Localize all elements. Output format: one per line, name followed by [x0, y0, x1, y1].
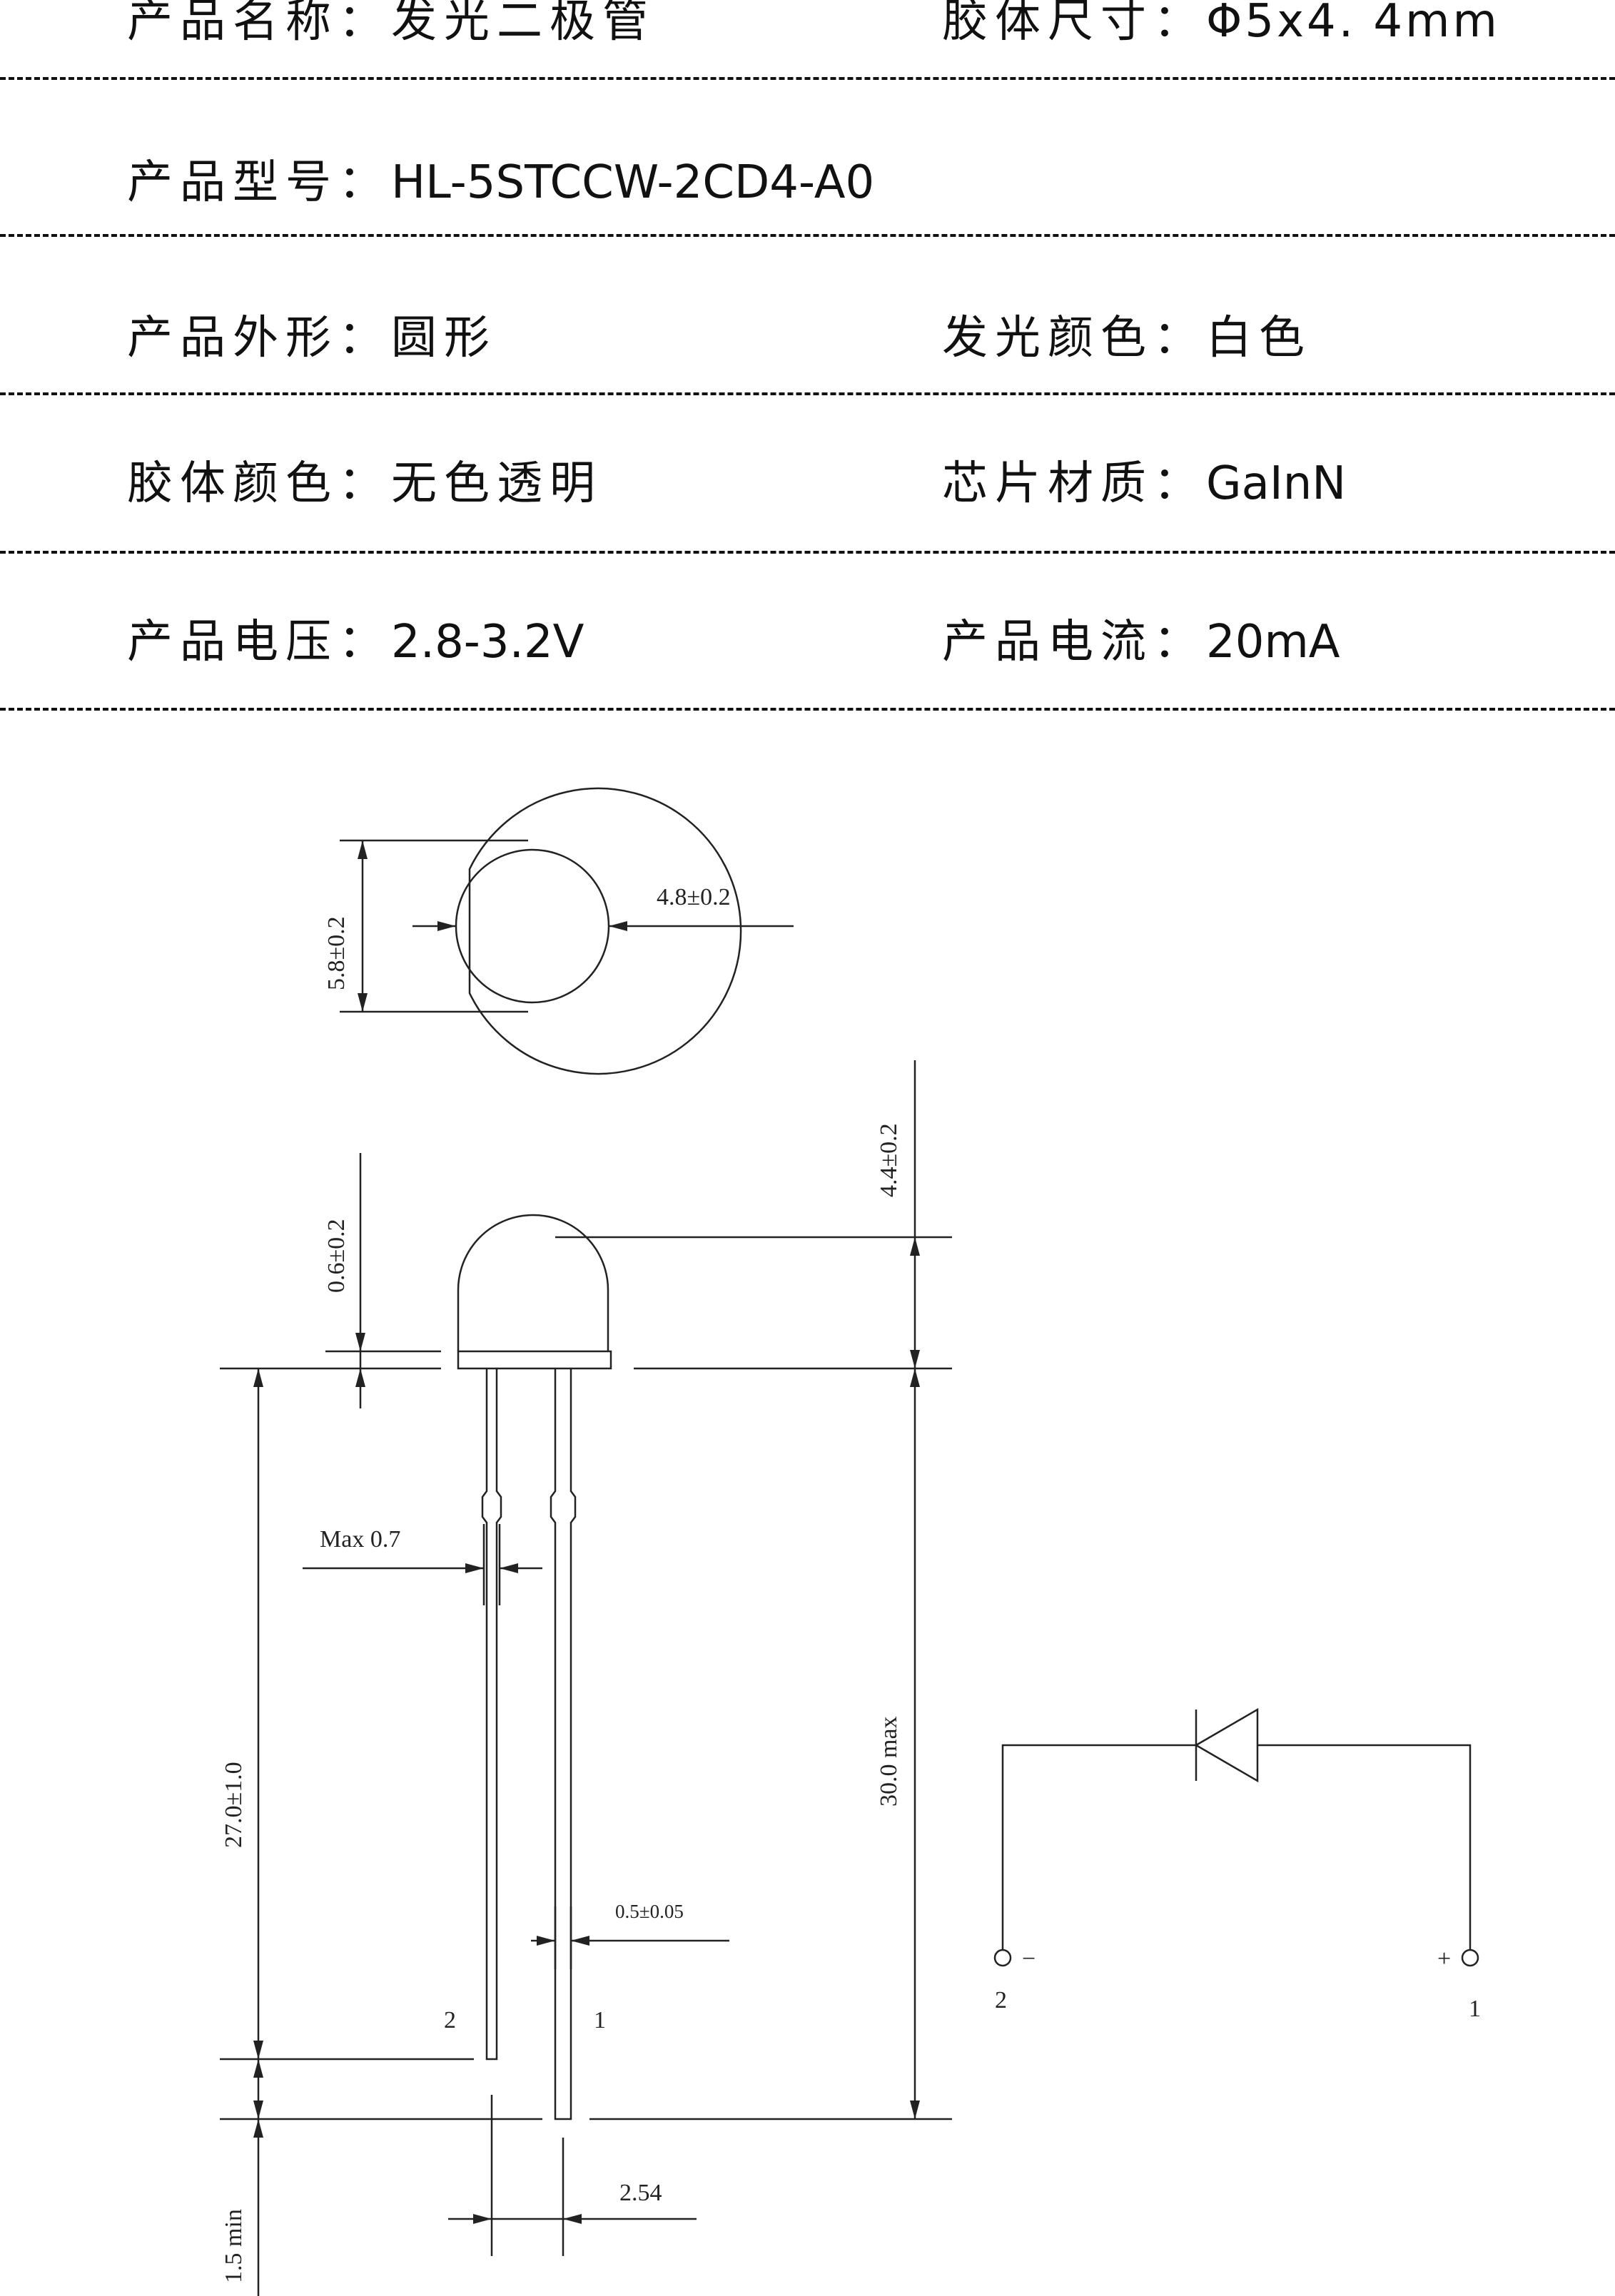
- spec-label: 产品外形：: [127, 312, 391, 365]
- divider-line: [0, 551, 1615, 554]
- spec-value: 2.8-3.2V: [391, 616, 584, 669]
- pin-right-number: 1: [1469, 1996, 1481, 2022]
- dim-arrow: [473, 2214, 492, 2224]
- dim-arrow: [253, 1368, 263, 1387]
- pin-short-label: 2: [444, 2007, 456, 2033]
- spec-value: Φ5x4. 4mm: [1206, 0, 1500, 48]
- spec-label: 胶体颜色：: [127, 457, 391, 510]
- dim-flange-label: 0.6±0.2: [323, 1219, 350, 1293]
- dim-lead-width-label: 0.5±0.05: [615, 1901, 684, 1922]
- spec-current: 产品电流：20mA: [942, 619, 1340, 665]
- spec-voltage: 产品电压：2.8-3.2V: [127, 619, 584, 665]
- spec-value: 圆形: [391, 312, 497, 365]
- spec-label: 产品电压：: [127, 616, 391, 669]
- schematic-wire-right: [1257, 1744, 1472, 1949]
- diode-triangle: [1194, 1707, 1259, 1783]
- dim-arrow: [910, 1237, 920, 1256]
- spec-value: 发光二极管: [391, 0, 655, 48]
- lead-short: [481, 1368, 502, 2061]
- spec-value: HL-5STCCW-2CD4-A0: [391, 156, 875, 209]
- spec-label: 胶体尺寸：: [942, 0, 1206, 48]
- dim-pitch-label: 2.54: [619, 2180, 662, 2206]
- dim-lens-height-label: 4.4±0.2: [876, 1123, 902, 1197]
- divider-line: [0, 708, 1615, 711]
- dim-arrow: [355, 1368, 365, 1387]
- pin-long-label: 1: [594, 2007, 606, 2033]
- dim-arrow: [253, 2041, 263, 2059]
- pin-left-number: 2: [995, 1987, 1007, 2013]
- dims-left: 0.6±0.2 27.0±1.0 1.5 min: [220, 1153, 542, 2296]
- dim-arrow: [253, 2059, 263, 2078]
- lead-long: [550, 1368, 577, 2120]
- dim-arrow: [910, 2101, 920, 2119]
- dim-arrow: [571, 1936, 589, 1946]
- dim-arrow: [537, 1936, 555, 1946]
- dim-height-flange-label: 5.8±0.2: [323, 916, 350, 990]
- dim-pitch: 2.54: [448, 2095, 697, 2256]
- led-dome-outline: [457, 1214, 609, 1351]
- spec-emit-color: 发光颜色：白色: [942, 315, 1312, 361]
- spec-value: 20mA: [1206, 616, 1340, 669]
- pin-right-terminal: [1461, 1949, 1479, 1967]
- schematic-wire-left: [1001, 1744, 1196, 1949]
- spec-body-color: 胶体颜色：无色透明: [127, 461, 602, 507]
- top-view: 5.8±0.2 4.8±0.2: [323, 787, 794, 1075]
- top-view-lens-circle: [455, 848, 610, 1004]
- dim-arrow: [253, 2119, 263, 2138]
- spec-product-name: 产品名称：发光二极管: [127, 0, 655, 44]
- spec-label: 芯片材质：: [942, 457, 1206, 510]
- led-flange: [457, 1350, 612, 1370]
- side-view: 2 1: [444, 1214, 612, 2120]
- dim-arrow: [500, 1563, 518, 1573]
- dim-arrow: [563, 2214, 582, 2224]
- dim-standoff-label: Max 0.7: [320, 1526, 400, 1553]
- dim-total-length-label: 30.0 max: [876, 1716, 902, 1807]
- spec-chip: 芯片材质：GaInN: [942, 461, 1346, 507]
- dim-arrow: [355, 1333, 365, 1351]
- spec-model: 产品型号：HL-5STCCW-2CD4-A0: [127, 160, 874, 205]
- top-view-flange-outline: [468, 787, 742, 1075]
- spec-value: 无色透明: [391, 457, 602, 510]
- dim-arrow: [358, 993, 368, 1012]
- spec-body-size: 胶体尺寸：Φ5x4. 4mm: [942, 0, 1500, 44]
- dim-arrow: [253, 2101, 263, 2119]
- diode-schematic: − + 2 1: [993, 1707, 1481, 2022]
- spec-value: 白色: [1206, 312, 1312, 365]
- divider-line: [0, 77, 1615, 80]
- spec-label: 产品电流：: [942, 616, 1206, 669]
- divider-line: [0, 234, 1615, 237]
- dims-right: 4.4±0.2 30.0 max: [555, 1060, 952, 2120]
- dim-arrow: [910, 1368, 920, 1387]
- divider-line: [0, 392, 1615, 395]
- spec-value: GaInN: [1206, 457, 1347, 510]
- spec-shape: 产品外形：圆形: [127, 315, 497, 361]
- dim-arrow: [358, 840, 368, 859]
- spec-label: 产品型号：: [127, 156, 391, 209]
- dim-diff-label: 1.5 min: [221, 2209, 247, 2283]
- dim-lead-width: 0.5±0.05: [531, 1901, 729, 1969]
- pin-right-sign: +: [1437, 1946, 1451, 1972]
- dim-arrow: [609, 921, 627, 931]
- dim-standoff: Max 0.7: [303, 1524, 542, 1605]
- dim-arrow: [437, 921, 456, 931]
- dim-lead-length-label: 27.0±1.0: [221, 1762, 247, 1848]
- dim-arrow: [910, 1350, 920, 1368]
- dim-arrow: [465, 1563, 484, 1573]
- spec-label: 产品名称：: [127, 0, 391, 48]
- pin-left-terminal: [993, 1949, 1012, 1967]
- spec-label: 发光颜色：: [942, 312, 1206, 365]
- pin-left-sign: −: [1022, 1946, 1036, 1972]
- dim-diameter-label: 4.8±0.2: [657, 884, 731, 910]
